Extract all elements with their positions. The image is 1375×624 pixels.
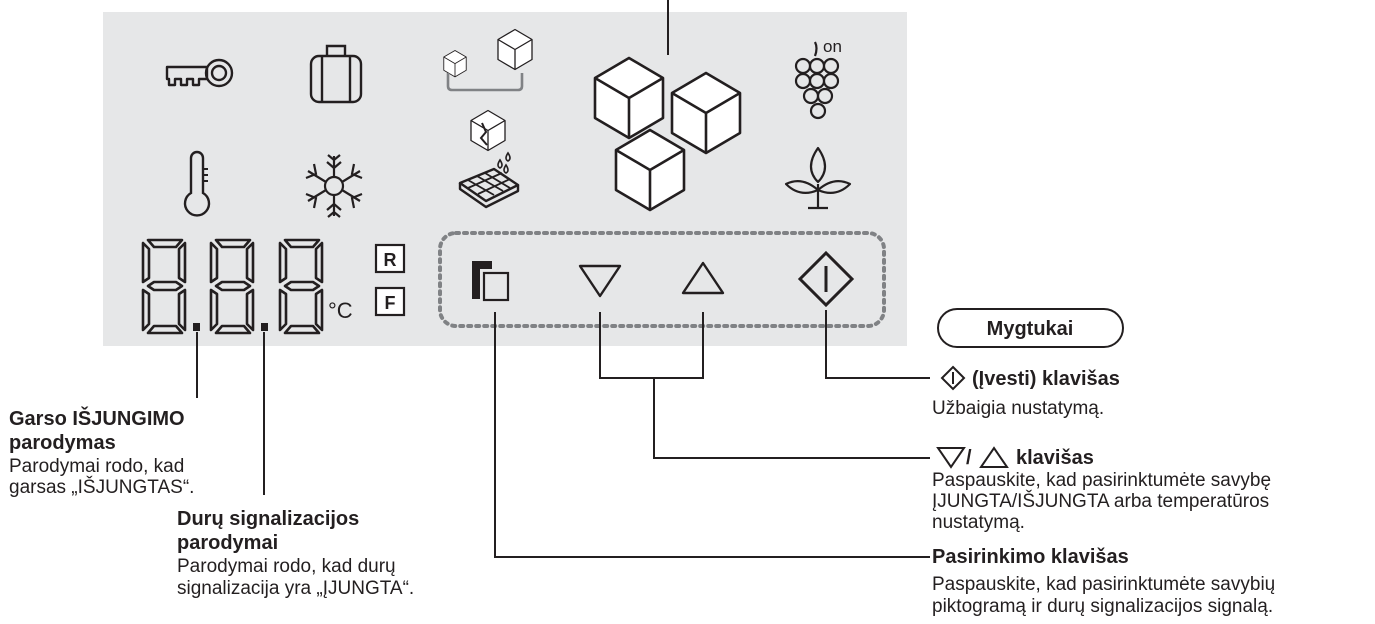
- door-alarm-desc-2: signalizacija yra „ĮJUNGTA“.: [177, 578, 415, 599]
- suitcase-icon: [309, 44, 363, 104]
- updown-key-desc-2: ĮJUNGTA/IŠJUNGTA arba temperatūros: [932, 491, 1270, 512]
- enter-key[interactable]: [797, 250, 855, 308]
- updown-key-sep: /: [966, 447, 972, 469]
- button-area-border: [438, 231, 886, 328]
- decimal-dot-2: [261, 323, 268, 331]
- door-alarm-title-1: Durų signalizacijos: [177, 508, 360, 530]
- up-key[interactable]: [681, 261, 725, 295]
- mode-r-label: R: [384, 250, 397, 270]
- enter-key-small-icon: [940, 365, 966, 391]
- plant-icon: [784, 146, 852, 210]
- updown-key-desc-1: Paspauskite, kad pasirinktumėte savybę: [932, 470, 1272, 491]
- small-cubes-icon: [443, 28, 533, 92]
- celsius-unit: °C: [328, 298, 353, 323]
- mode-f-box: F: [374, 286, 406, 317]
- keys-title-pill: [937, 308, 1124, 348]
- sound-off-title-1: Garso IŠJUNGIMO: [9, 408, 185, 430]
- up-key-small-icon: [979, 446, 1009, 468]
- digit-display: °C: [141, 238, 353, 335]
- select-key-title: Pasirinkimo klavišas: [932, 546, 1129, 568]
- thermometer-icon: [183, 150, 211, 217]
- chocolate-drops-icon: [458, 151, 520, 209]
- down-key[interactable]: [578, 264, 622, 298]
- select-key[interactable]: [472, 261, 510, 302]
- digit-1: [141, 238, 187, 335]
- sound-off-desc-2: garsas „IŠJUNGTAS“.: [9, 477, 195, 498]
- door-alarm-title-2: parodymai: [177, 532, 279, 554]
- key-icon: [165, 58, 234, 88]
- down-key-small-icon: [936, 447, 966, 469]
- enter-key-desc: Užbaigia nustatymą.: [932, 398, 1105, 419]
- digit-2: [209, 238, 255, 335]
- enter-key-title: (Įvesti) klavišas: [972, 368, 1120, 390]
- broken-cube-icon: [470, 109, 506, 152]
- door-alarm-desc-1: Parodymai rodo, kad durų: [177, 556, 396, 577]
- keys-title: Mygtukai: [987, 318, 1074, 340]
- grapes-on-label: on: [823, 37, 842, 56]
- decimal-dot-1: [193, 323, 200, 331]
- grapes-icon: on: [794, 37, 842, 120]
- snowflake-icon: [305, 154, 363, 218]
- mode-r-box: R: [374, 243, 406, 274]
- digit-3: [278, 238, 324, 335]
- sound-off-title-2: parodymas: [9, 432, 116, 454]
- updown-key-desc-3: nustatymą.: [932, 512, 1025, 533]
- mode-f-label: F: [385, 293, 396, 313]
- updown-key-title: klavišas: [1016, 447, 1094, 469]
- select-key-desc-1: Paspauskite, kad pasirinktumėte savybių: [932, 574, 1276, 595]
- select-key-desc-2: piktogramą ir durų signalizacijos signal…: [932, 596, 1274, 617]
- sound-off-desc-1: Parodymai rodo, kad: [9, 456, 185, 477]
- leader-lines: [196, 310, 930, 558]
